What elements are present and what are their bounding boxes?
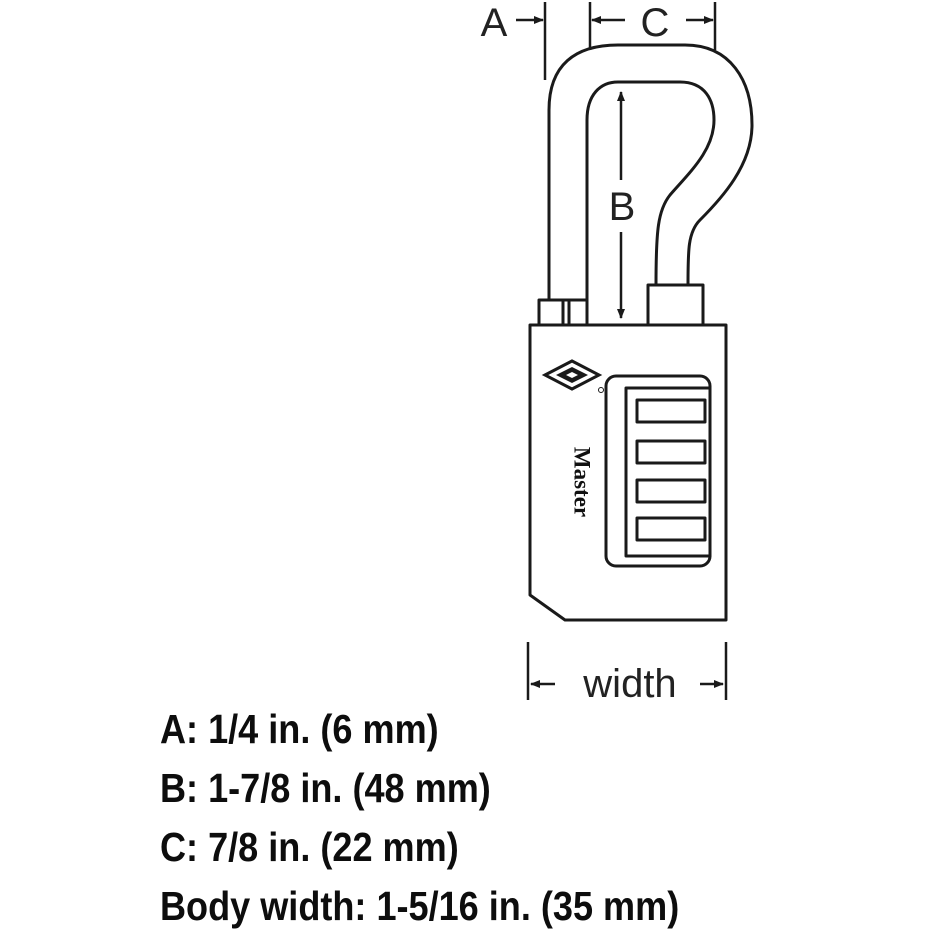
dial-window-frame [604, 374, 712, 568]
combination-wheel [635, 516, 707, 542]
dial-window-inner [624, 386, 712, 558]
dimension-label-c: C [641, 1, 670, 45]
shackle-inner-edge [585, 80, 716, 302]
dimension-label-b: B [609, 185, 636, 229]
master-lock-logo-icon [541, 359, 604, 393]
shackle-collar-right [646, 283, 705, 327]
dimension-spec-list: A: 1/4 in. (6 mm) B: 1-7/8 in. (48 mm) C… [160, 700, 750, 936]
spec-line-a: A: 1/4 in. (6 mm) [160, 706, 439, 752]
combination-wheel [635, 439, 707, 465]
dimension-label-a: A [481, 1, 508, 45]
combination-wheel [635, 398, 707, 424]
lock-body [528, 323, 728, 622]
spec-line-body-width: Body width: 1-5/16 in. (35 mm) [160, 883, 680, 929]
padlock-dimension-diagram: Master A C B width [481, 1, 754, 700]
brand-label: Master [570, 447, 595, 517]
spec-line-c: C: 7/8 in. (22 mm) [160, 824, 459, 870]
spec-line-b: B: 1-7/8 in. (48 mm) [160, 765, 491, 811]
shackle [547, 43, 754, 302]
combination-wheel [635, 478, 707, 504]
dimension-label-width: width [582, 662, 676, 700]
